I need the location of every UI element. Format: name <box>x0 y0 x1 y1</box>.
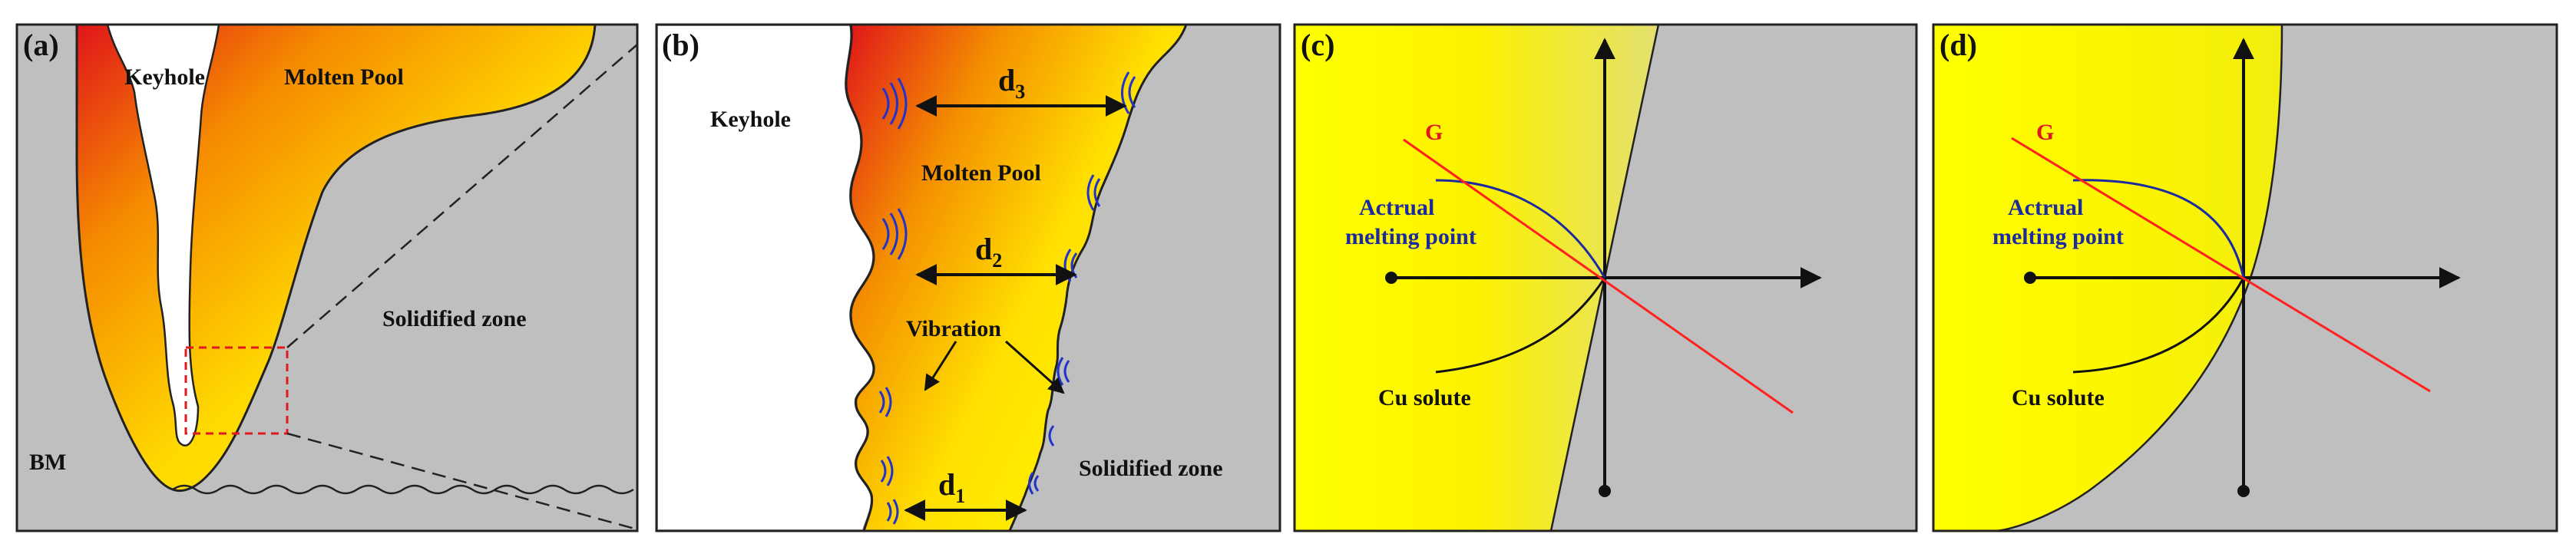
d3-label: d3 <box>998 63 1025 103</box>
panel-d-melting-label-2: melting point <box>1992 224 2124 249</box>
panel-c-g-label: G <box>1425 120 1443 145</box>
panel-d-axis-bottom-dot <box>2237 485 2250 497</box>
panel-a-border <box>15 23 639 532</box>
panel-b: (b) Keyhole Molten Pool Vibration Solidi… <box>655 23 1281 532</box>
vibration-pointer-left <box>924 341 957 391</box>
panel-b-solidified-zone-label: Solidified zone <box>1079 456 1223 481</box>
panel-c-letter: (c) <box>1301 28 1334 62</box>
panel-d-cu-solute-curve <box>2072 277 2245 374</box>
panel-d-border <box>1932 23 2558 532</box>
panel-c-axis-bottom-dot <box>1599 485 1611 497</box>
d3-sub: 3 <box>1015 81 1025 103</box>
panel-b-border <box>655 23 1281 532</box>
panel-a-keyhole-label: Keyhole <box>124 64 205 90</box>
panel-d-letter: (d) <box>1939 28 1977 62</box>
panel-c-melting-label-2: melting point <box>1345 224 1476 249</box>
panel-a-molten-pool-label: Molten Pool <box>284 64 404 90</box>
panel-a: (a) Keyhole Molten Pool Solidified zone … <box>15 23 639 532</box>
panel-c-g-line <box>1403 138 1794 414</box>
d2-sub: 2 <box>992 249 1002 272</box>
panel-c-cu-solute-curve <box>1435 277 1606 374</box>
molten-pool-shape <box>75 25 597 493</box>
vibration-pointer-right <box>1005 340 1065 394</box>
panel-a-solidified-zone-label: Solidified zone <box>382 306 527 331</box>
vibration-arcs <box>878 71 1136 525</box>
panel-d-g-line <box>2011 137 2431 393</box>
d3-main: d <box>998 63 1015 97</box>
d2-label: d2 <box>975 232 1002 272</box>
panel-c: (c) G Actrual melting point Cu solute <box>1293 23 1918 532</box>
d1-main: d <box>938 467 955 502</box>
zoom-box <box>184 346 289 435</box>
panel-c-melting-label-1: Actrual <box>1359 195 1434 220</box>
panel-d-melting-label-1: Actrual <box>2008 195 2083 220</box>
keyhole-shape <box>106 25 220 447</box>
panel-b-molten-pool-label: Molten Pool <box>921 160 1041 186</box>
panel-a-bm-label: BM <box>29 450 66 475</box>
panel-d-cu-solute-label: Cu solute <box>2012 385 2105 410</box>
keyhole-fill <box>658 26 873 529</box>
panel-d-axis-origin-dot <box>2024 272 2036 284</box>
fusion-line-wavy <box>172 484 634 495</box>
panel-d-melting-curve <box>2072 179 2245 278</box>
zoom-line-bottom <box>286 432 638 531</box>
d1-label: d1 <box>938 467 965 507</box>
panel-b-keyhole-label: Keyhole <box>710 107 791 132</box>
zoom-line-top <box>286 44 638 348</box>
panel-c-axis-origin-dot <box>1385 272 1397 284</box>
panel-d: (d) G Actrual melting point Cu solute <box>1932 23 2558 532</box>
panel-d-g-label: G <box>2036 120 2054 145</box>
d1-sub: 1 <box>955 485 965 507</box>
panel-c-border <box>1293 23 1918 532</box>
keyhole-wall <box>845 24 875 532</box>
panel-c-cu-solute-label: Cu solute <box>1378 385 1471 410</box>
panel-a-letter: (a) <box>23 28 59 62</box>
panel-b-vibration-label: Vibration <box>906 316 1001 341</box>
d2-main: d <box>975 232 992 266</box>
panel-b-letter: (b) <box>662 28 699 62</box>
